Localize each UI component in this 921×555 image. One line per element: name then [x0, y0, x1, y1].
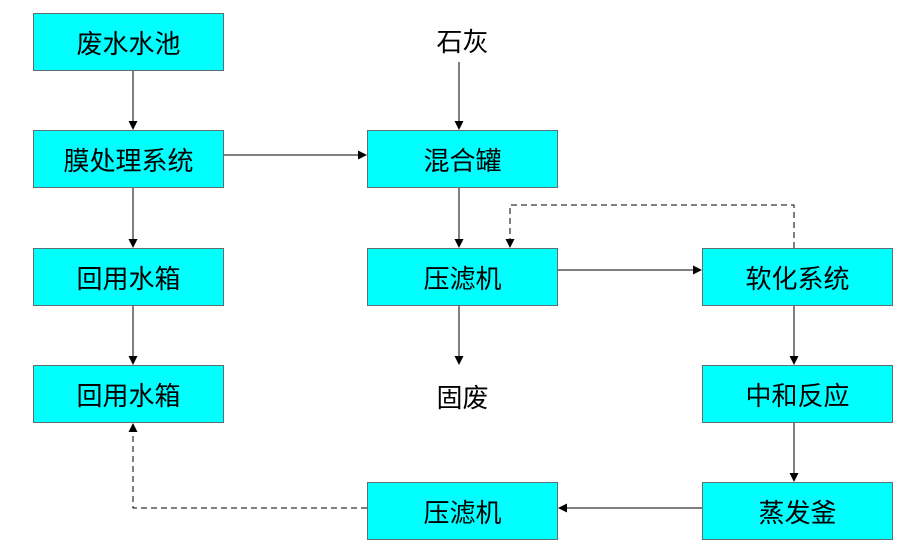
filter-press-1-label: 压滤机 — [423, 264, 502, 295]
wastewater-pool-node: 废水水池 — [33, 13, 224, 71]
softening-system-label: 软化系统 — [745, 264, 850, 295]
mixing-tank-node: 混合罐 — [367, 130, 558, 188]
reuse-tank-2-node: 回用水箱 — [33, 365, 224, 423]
neutralization-node: 中和反应 — [702, 365, 893, 423]
dashed-return-softening-to-filter1 — [505, 204, 795, 248]
evaporator-node: 蒸发釜 — [702, 482, 893, 540]
filter-press-2-label: 压滤机 — [423, 498, 502, 529]
reuse-tank-2-label: 回用水箱 — [76, 381, 181, 412]
wastewater-pool-label: 废水水池 — [76, 29, 181, 60]
filter-press-2-node: 压滤机 — [367, 482, 558, 540]
mixing-tank-label: 混合罐 — [423, 146, 502, 177]
neutralization-label: 中和反应 — [745, 381, 850, 412]
membrane-system-node: 膜处理系统 — [33, 130, 224, 188]
reuse-tank-1-node: 回用水箱 — [33, 248, 224, 306]
reuse-tank-1-label: 回用水箱 — [76, 264, 181, 295]
softening-system-node: 软化系统 — [702, 248, 893, 306]
evaporator-label: 蒸发釜 — [758, 498, 837, 529]
solid-waste-output-label: 固废 — [436, 383, 489, 414]
filter-press-1-node: 压滤机 — [367, 248, 558, 306]
dashed-return-filter2-to-reuse2 — [128, 423, 367, 509]
lime-input-label: 石灰 — [436, 27, 489, 58]
membrane-system-label: 膜处理系统 — [63, 146, 194, 177]
